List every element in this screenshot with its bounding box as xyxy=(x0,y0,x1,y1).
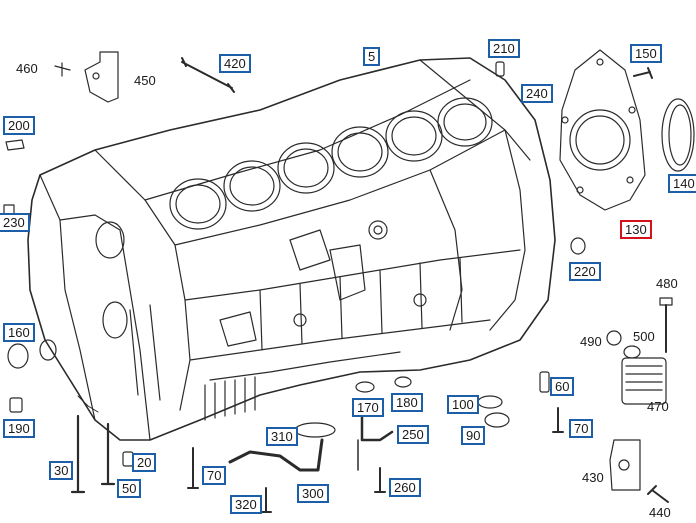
part-label-60[interactable]: 60 xyxy=(550,377,575,396)
part-label-160[interactable]: 160 xyxy=(3,323,35,342)
stud-30 xyxy=(70,414,86,494)
cap-170 xyxy=(355,381,375,393)
part-label-150[interactable]: 150 xyxy=(630,44,662,63)
part-label-190[interactable]: 190 xyxy=(3,419,35,438)
part-label-100[interactable]: 100 xyxy=(447,395,479,414)
seal-140 xyxy=(661,98,695,172)
part-label-200[interactable]: 200 xyxy=(3,116,35,135)
plug-490 xyxy=(606,330,622,346)
part-label-440[interactable]: 440 xyxy=(649,505,671,520)
bolt-260 xyxy=(374,467,386,493)
part-label-260[interactable]: 260 xyxy=(389,478,421,497)
part-label-70-right[interactable]: 70 xyxy=(569,419,594,438)
bolt-320 xyxy=(260,487,272,513)
plug-220 xyxy=(570,237,586,255)
bolt-480 xyxy=(659,297,673,353)
plug-200 xyxy=(5,139,25,151)
part-label-30[interactable]: 30 xyxy=(49,461,74,480)
part-label-90[interactable]: 90 xyxy=(461,426,486,445)
part-label-20[interactable]: 20 xyxy=(132,453,157,472)
engine-block xyxy=(27,57,556,441)
part-label-140[interactable]: 140 xyxy=(668,174,696,193)
part-label-460[interactable]: 460 xyxy=(16,61,38,76)
line-250 xyxy=(360,414,394,442)
part-label-180[interactable]: 180 xyxy=(391,393,423,412)
bolt-70-left xyxy=(187,447,199,489)
part-label-480[interactable]: 480 xyxy=(656,276,678,291)
bracket-450 xyxy=(54,51,119,103)
cap-180 xyxy=(394,376,412,388)
bracket-430 xyxy=(609,439,641,491)
part-label-50[interactable]: 50 xyxy=(117,479,142,498)
part-label-240[interactable]: 240 xyxy=(521,84,553,103)
seal-90 xyxy=(484,412,510,428)
part-label-430[interactable]: 430 xyxy=(582,470,604,485)
part-label-250[interactable]: 250 xyxy=(397,425,429,444)
part-label-500[interactable]: 500 xyxy=(633,329,655,344)
part-label-490[interactable]: 490 xyxy=(580,334,602,349)
part-label-130-selected[interactable]: 130 xyxy=(620,220,652,239)
part-label-450[interactable]: 450 xyxy=(134,73,156,88)
part-label-470[interactable]: 470 xyxy=(647,399,669,414)
stud-420 xyxy=(181,57,235,93)
dowel-210 xyxy=(495,61,505,77)
oil-cooler-470 xyxy=(621,357,667,405)
part-label-310[interactable]: 310 xyxy=(266,427,298,446)
rear-cover-130 xyxy=(559,49,646,211)
part-label-170[interactable]: 170 xyxy=(352,398,384,417)
cylinder-bores xyxy=(169,97,493,230)
bolt-150 xyxy=(633,67,653,79)
part-label-420[interactable]: 420 xyxy=(219,54,251,73)
bolt-440 xyxy=(647,485,669,503)
plug-190 xyxy=(9,397,23,413)
seal-160 xyxy=(7,343,29,369)
part-label-70-left[interactable]: 70 xyxy=(202,466,227,485)
dowel-60 xyxy=(539,371,550,393)
seal-100 xyxy=(477,395,503,409)
part-label-220[interactable]: 220 xyxy=(569,262,601,281)
bolt-70-right xyxy=(552,407,564,433)
part-label-5[interactable]: 5 xyxy=(363,47,381,66)
part-label-300[interactable]: 300 xyxy=(297,484,329,503)
ring-500 xyxy=(623,345,641,359)
part-label-210[interactable]: 210 xyxy=(488,39,520,58)
part-label-230[interactable]: 230 xyxy=(0,213,30,232)
part-label-320[interactable]: 320 xyxy=(230,495,262,514)
bolt-50 xyxy=(100,422,116,486)
